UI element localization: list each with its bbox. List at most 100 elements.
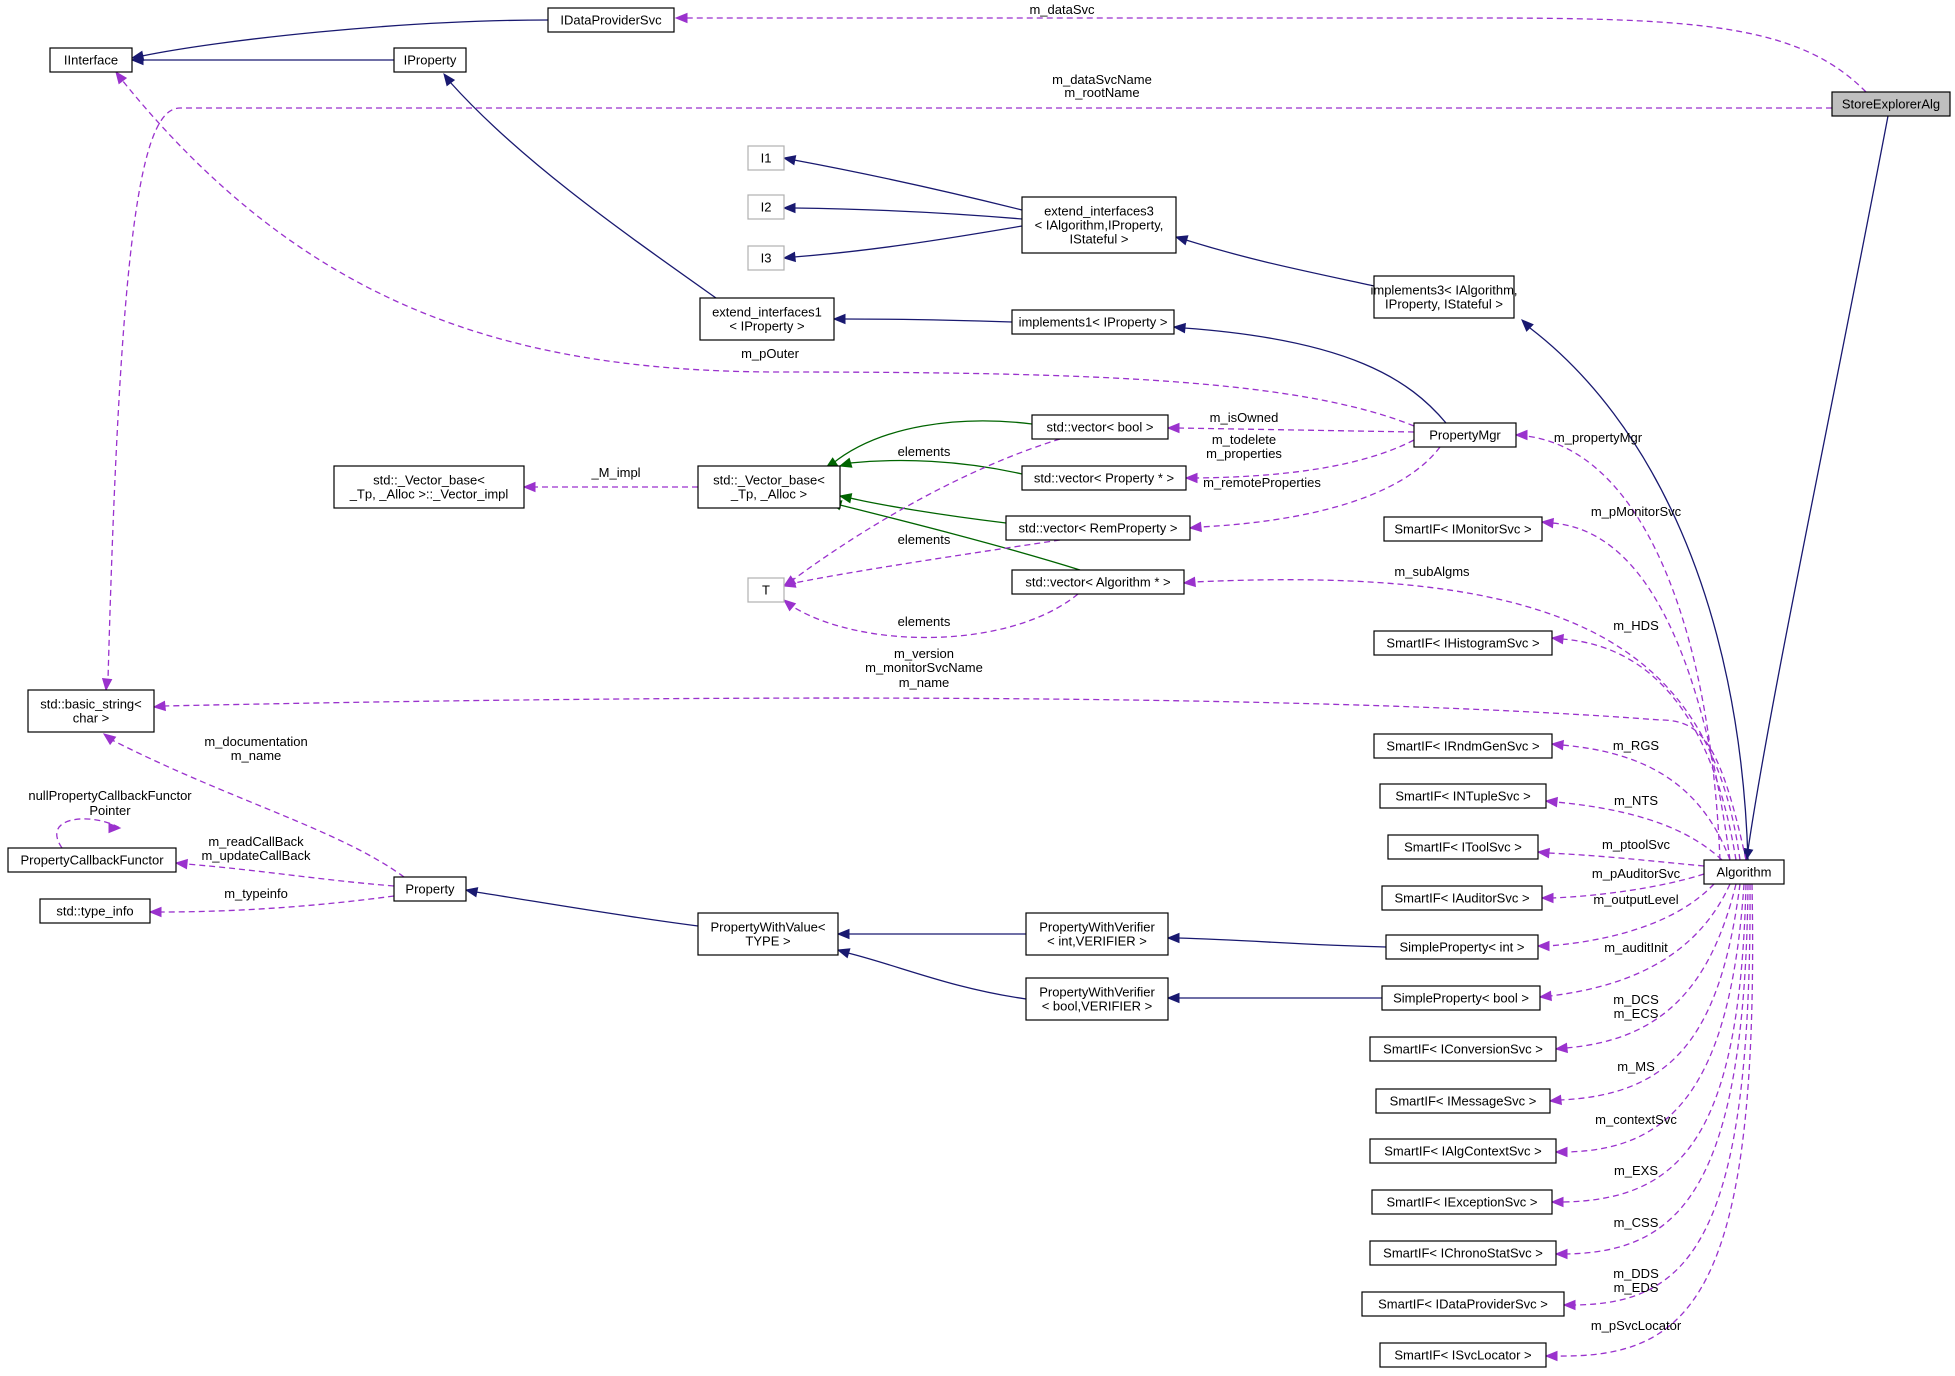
class-node-smartif-imonitorsvc[interactable]: SmartIF< IMonitorSvc > [1383, 516, 1543, 542]
edge-mimpl: _M_impl [522, 465, 698, 493]
edge-line [1177, 937, 1387, 948]
class-node-smartif-intuplesvc[interactable]: SmartIF< INTupleSvc > [1379, 783, 1547, 809]
edge-line [1565, 883, 1745, 1153]
edge-line [1573, 883, 1751, 1306]
node-label: SmartIF< IHistogramSvc > [1386, 636, 1539, 651]
node-label: SimpleProperty< int > [1399, 940, 1524, 955]
class-node-smartif-isvclocator[interactable]: SmartIF< ISvcLocator > [1379, 1342, 1547, 1368]
edge-spb-pwvb [1166, 992, 1382, 1004]
class-node-smartif-iconversionsvc[interactable]: SmartIF< IConversionSvc > [1369, 1036, 1557, 1062]
class-node-storeexploreralg[interactable]: StoreExplorerAlg [1831, 91, 1951, 117]
class-node-smartif-ichronostatsvc[interactable]: SmartIF< IChronoStatSvc > [1369, 1240, 1557, 1266]
node-box [27, 689, 155, 733]
edge-arrowhead [1554, 1146, 1568, 1158]
edge-arrowhead [1182, 576, 1196, 588]
node-label: SmartIF< IMonitorSvc > [1394, 522, 1531, 537]
edge-ext3-i1 [782, 155, 1023, 211]
class-node-i1[interactable]: I1 [747, 145, 785, 171]
class-node-extend-interfaces3[interactable]: extend_interfaces3< IAlgorithm,IProperty… [1021, 196, 1177, 254]
class-node-vector-algorithm[interactable]: std::vector< Algorithm * > [1011, 569, 1185, 595]
class-node-i2[interactable]: I2 [747, 194, 785, 220]
class-node-vector-bool[interactable]: std::vector< bool > [1031, 414, 1169, 440]
class-node-implements1[interactable]: implements1< IProperty > [1011, 309, 1175, 335]
node-label: IStateful > [1070, 232, 1129, 247]
node-label: _Tp, _Alloc >::_Vector_impl [349, 487, 509, 502]
edge-arrowhead [148, 906, 162, 918]
class-node-extend-interfaces1[interactable]: extend_interfaces1< IProperty > [699, 297, 835, 341]
edge-arrowhead [836, 948, 851, 959]
edge-label: elements [898, 532, 951, 547]
class-node-propertywithvalue[interactable]: PropertyWithValue<TYPE > [697, 912, 839, 956]
class-node-idataprovidersvc[interactable]: IDataProviderSvc [547, 7, 675, 33]
edge-label: m_pAuditorSvc [1592, 866, 1681, 881]
class-node-t[interactable]: T [747, 577, 785, 603]
class-node-vector-base[interactable]: std::_Vector_base<_Tp, _Alloc > [697, 465, 841, 509]
edge-label: nullPropertyCallbackFunctor [28, 788, 192, 803]
node-box [1375, 1088, 1551, 1114]
class-node-smartif-ialgcontextsvc[interactable]: SmartIF< IAlgContextSvc > [1369, 1138, 1557, 1164]
class-node-vector-remproperty[interactable]: std::vector< RemProperty > [1005, 515, 1191, 541]
edge-line [1199, 446, 1441, 528]
class-node-vector-property[interactable]: std::vector< Property * > [1021, 465, 1187, 491]
edge-auditinit: m_auditInit [1538, 883, 1731, 1002]
class-node-iproperty[interactable]: IProperty [393, 47, 467, 73]
class-node-property[interactable]: Property [393, 876, 467, 902]
edge-pwvb-pwv [836, 948, 1027, 1000]
edge-line [789, 593, 1079, 639]
class-node-implements3[interactable]: implements3< IAlgorithm,IProperty, IStat… [1370, 275, 1518, 319]
class-node-smartif-ihistogramsvc[interactable]: SmartIF< IHistogramSvc > [1373, 630, 1553, 656]
node-label: I2 [761, 200, 772, 215]
node-box [1387, 834, 1539, 860]
node-label: SmartIF< IDataProviderSvc > [1378, 1297, 1548, 1312]
class-node-smartif-idataprovidersvc[interactable]: SmartIF< IDataProviderSvc > [1361, 1291, 1565, 1317]
edge-line [1561, 883, 1747, 1203]
edge-line [159, 895, 395, 913]
class-node-pwv-int[interactable]: PropertyWithVerifier< int,VERIFIER > [1025, 912, 1169, 956]
node-label: PropertyWithVerifier [1039, 985, 1155, 1000]
node-label: std::basic_string< [40, 697, 142, 712]
node-label: std::_Vector_base< [713, 473, 825, 488]
class-node-type-info[interactable]: std::type_info [39, 898, 151, 924]
class-node-i3[interactable]: I3 [747, 245, 785, 271]
node-label: SmartIF< INTupleSvc > [1395, 789, 1530, 804]
class-node-vector-impl[interactable]: std::_Vector_base<_Tp, _Alloc >::_Vector… [333, 465, 525, 509]
class-node-smartif-iexceptionsvc[interactable]: SmartIF< IExceptionSvc > [1371, 1189, 1553, 1215]
edge-arrowhead [1166, 992, 1180, 1004]
class-node-smartif-itoolsvc[interactable]: SmartIF< IToolSvc > [1387, 834, 1539, 860]
edge-label: m_documentation [204, 734, 307, 749]
class-node-basic-string[interactable]: std::basic_string<char > [27, 689, 155, 733]
edge-line [111, 739, 405, 878]
node-label: I1 [761, 151, 772, 166]
edge-arrowhead [782, 599, 797, 612]
node-box [1005, 515, 1191, 541]
class-node-smartif-imessagesvc[interactable]: SmartIF< IMessageSvc > [1375, 1088, 1551, 1114]
edge-arrowhead [101, 678, 113, 692]
class-node-smartif-iauditorsvc[interactable]: SmartIF< IAuditorSvc > [1381, 885, 1543, 911]
edge-line [1195, 439, 1415, 479]
node-box [39, 898, 151, 924]
edge-label: m_EDS [1614, 1280, 1659, 1295]
node-label: implements1< IProperty > [1019, 315, 1168, 330]
class-node-propertymgr[interactable]: PropertyMgr [1413, 422, 1517, 448]
node-box [49, 47, 133, 73]
edge-line [849, 497, 1007, 524]
edge-pwvi-pwv [836, 928, 1026, 940]
class-node-algorithm[interactable]: Algorithm [1703, 859, 1785, 885]
node-label: < bool,VERIFIER > [1042, 999, 1153, 1014]
class-node-iinterface[interactable]: IInterface [49, 47, 133, 73]
edge-line [793, 207, 1023, 220]
node-label: PropertyWithValue< [710, 920, 825, 935]
edge-arrowhead [102, 733, 117, 746]
node-label: T [762, 583, 770, 598]
class-node-smartif-irndmgensvc[interactable]: SmartIF< IRndmGenSvc > [1373, 733, 1553, 759]
class-node-pwv-bool[interactable]: PropertyWithVerifier< bool,VERIFIER > [1025, 977, 1169, 1021]
class-node-simpleproperty-int[interactable]: SimpleProperty< int > [1385, 934, 1539, 960]
node-label: Property [405, 882, 455, 897]
class-node-propertycallbackfunctor[interactable]: PropertyCallbackFunctor [7, 847, 177, 873]
node-label: SmartIF< IToolSvc > [1404, 840, 1522, 855]
class-node-simpleproperty-bool[interactable]: SimpleProperty< bool > [1381, 985, 1541, 1011]
edge-arrowhead [782, 155, 797, 166]
node-box [1703, 859, 1785, 885]
node-label: _Tp, _Alloc > [730, 487, 807, 502]
